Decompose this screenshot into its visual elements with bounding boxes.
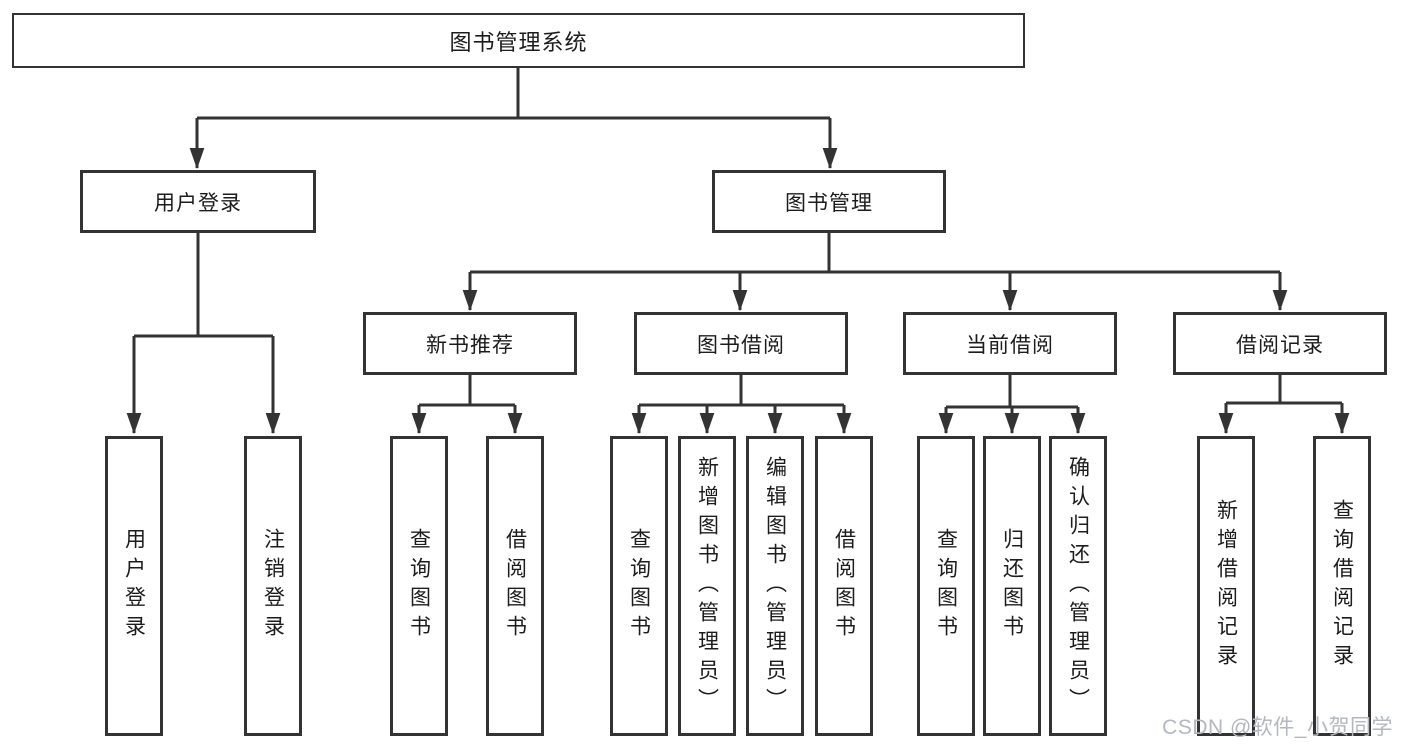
node-new-book-recommend: 新书推荐	[363, 312, 577, 375]
leaf-query-books-borrow: 查询图书	[610, 436, 668, 736]
node-label: 查询借阅记录	[1330, 499, 1354, 673]
leaf-query-books-recommend: 查询图书	[390, 436, 448, 736]
node-label: 编辑图书（管理员）	[763, 455, 787, 717]
leaf-query-borrow-record: 查询借阅记录	[1313, 436, 1371, 736]
node-label: 图书管理	[785, 191, 873, 215]
leaf-logout: 注销登录	[244, 436, 302, 736]
node-book-management-module: 图书管理	[712, 170, 946, 233]
node-label: 用户登录	[122, 528, 146, 644]
node-label: 当前借阅	[966, 333, 1054, 357]
node-label: 归还图书	[1000, 528, 1024, 644]
node-label: 确认归还（管理员）	[1066, 455, 1090, 717]
leaf-user-login: 用户登录	[105, 436, 163, 736]
node-label: 用户登录	[154, 191, 242, 215]
node-label: 图书管理系统	[449, 29, 588, 55]
leaf-add-books-admin: 新增图书（管理员）	[678, 436, 736, 736]
node-book-borrow: 图书借阅	[634, 312, 848, 375]
node-label: 借阅图书	[503, 528, 527, 644]
leaf-query-books-current: 查询图书	[917, 436, 975, 736]
node-label: 借阅图书	[832, 528, 856, 644]
leaf-edit-books-admin: 编辑图书（管理员）	[746, 436, 804, 736]
node-label: 借阅记录	[1236, 333, 1324, 357]
leaf-borrow-books: 借阅图书	[815, 436, 873, 736]
node-label: 新书推荐	[426, 333, 514, 357]
leaf-add-borrow-record: 新增借阅记录	[1197, 436, 1255, 736]
leaf-return-books: 归还图书	[983, 436, 1041, 736]
node-current-borrow: 当前借阅	[903, 312, 1117, 375]
leaf-confirm-return-admin: 确认归还（管理员）	[1049, 436, 1107, 736]
node-label: 查询图书	[407, 528, 431, 644]
node-label: 图书借阅	[697, 333, 785, 357]
leaf-borrow-books-recommend: 借阅图书	[486, 436, 544, 736]
node-label: 查询图书	[934, 528, 958, 644]
node-root-system: 图书管理系统	[12, 13, 1025, 68]
node-user-login-module: 用户登录	[80, 170, 316, 233]
node-label: 注销登录	[261, 528, 285, 644]
node-borrow-records: 借阅记录	[1173, 312, 1387, 375]
node-label: 查询图书	[627, 528, 651, 644]
node-label: 新增借阅记录	[1214, 499, 1238, 673]
node-label: 新增图书（管理员）	[695, 455, 719, 717]
csdn-watermark: CSDN @软件_小贺同学	[1162, 716, 1393, 739]
